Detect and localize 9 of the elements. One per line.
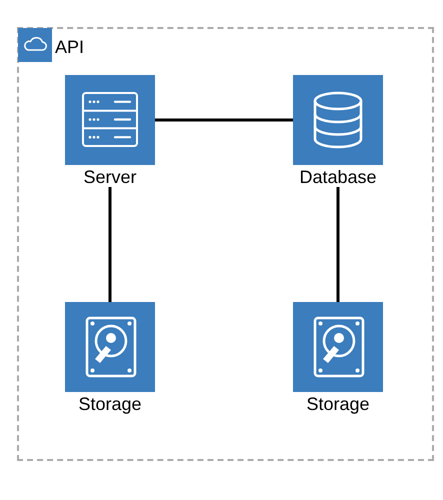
- group-label: API: [55, 37, 84, 57]
- node-label: Storage: [305, 394, 371, 414]
- connector-line: [336, 187, 340, 302]
- group-boundary: [17, 27, 434, 461]
- connector-line: [108, 187, 112, 302]
- node-label: Server: [82, 167, 138, 187]
- node-label: Storage: [77, 394, 143, 414]
- node-label: Database: [298, 167, 378, 187]
- connector-line: [155, 118, 293, 122]
